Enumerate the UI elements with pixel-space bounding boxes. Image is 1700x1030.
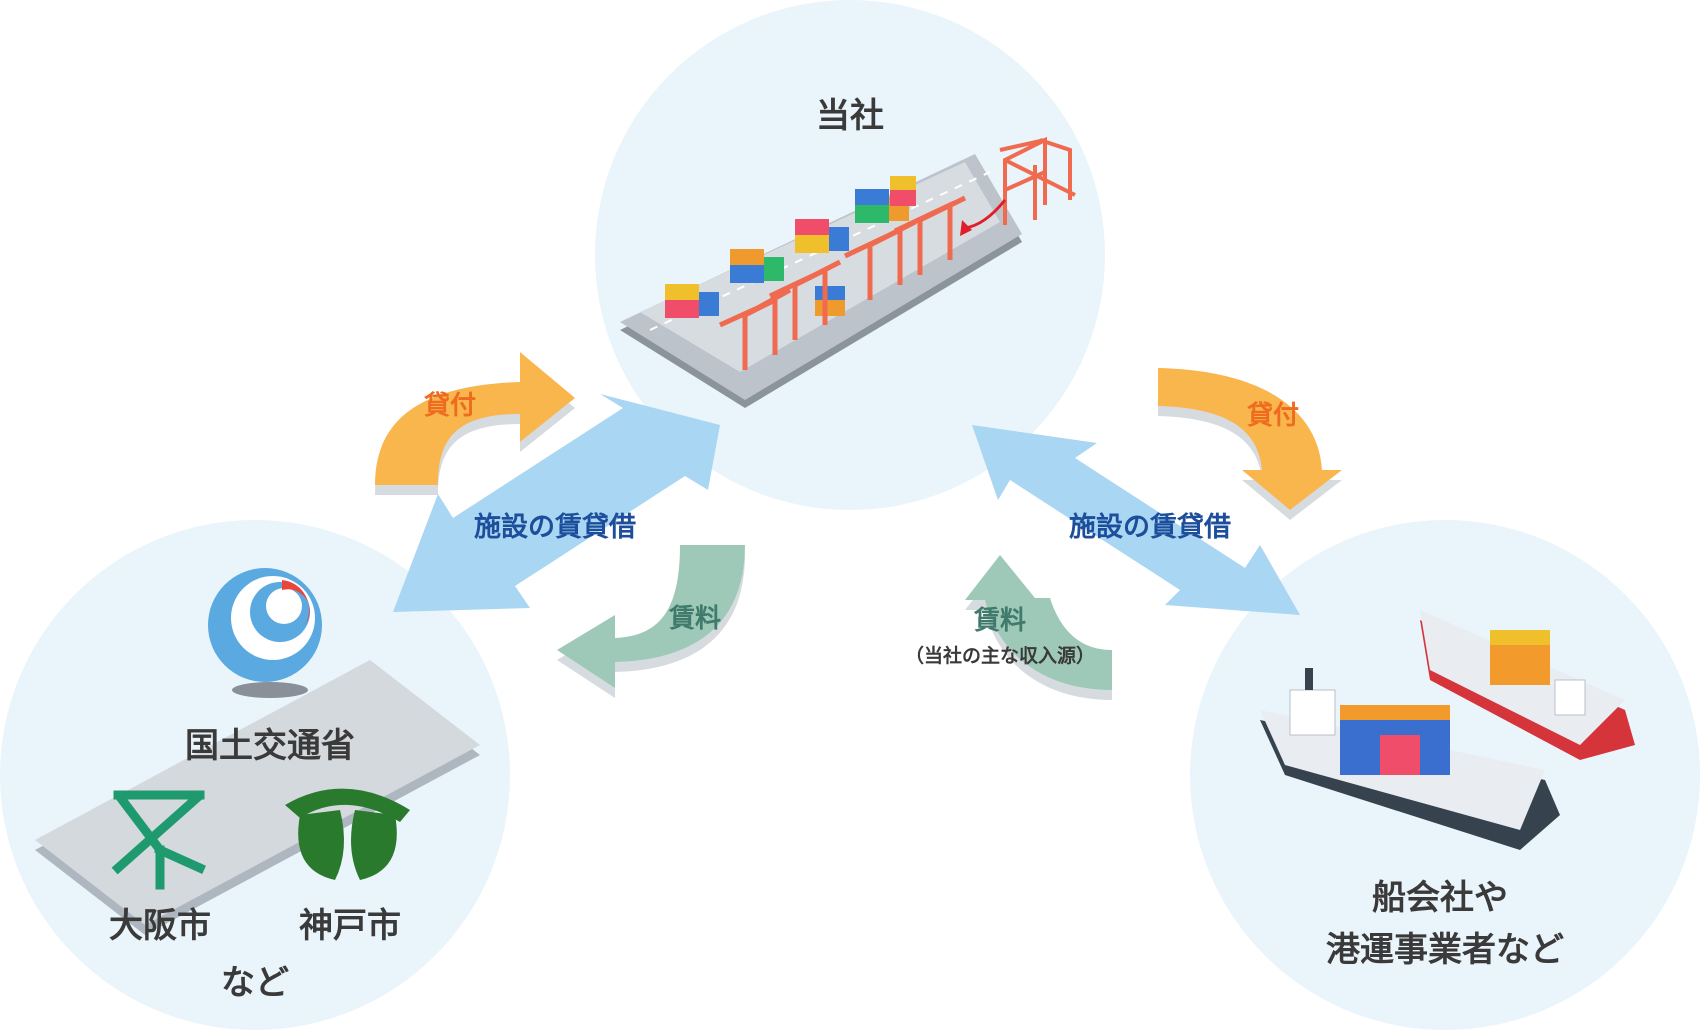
operators-label-line1: 船会社や — [1372, 878, 1508, 918]
rental-label-right: 施設の賃貸借 — [1069, 512, 1231, 543]
mlit-logo-icon — [208, 568, 322, 682]
lease-arrow-left — [375, 352, 575, 485]
osaka-emblem-icon — [111, 790, 206, 890]
rental-arrow-left — [393, 394, 720, 612]
lease-label-right: 貸付 — [1246, 401, 1299, 431]
lease-label-left: 貸付 — [423, 391, 476, 421]
logo-shadow — [232, 682, 308, 698]
kobe-emblem-icon — [285, 788, 410, 880]
container-ship-icon — [1260, 610, 1635, 850]
container-terminal-icon — [620, 154, 1022, 408]
crane-move-arrowhead — [960, 220, 972, 236]
company-label: 当社 — [816, 96, 884, 136]
fee-label-right: 賃料 — [973, 606, 1026, 636]
fee-arrow-right — [965, 555, 1112, 690]
ministry-label: 国土交通省 — [185, 726, 355, 766]
osaka-label: 大阪市 — [109, 906, 211, 946]
fee-label-left: 賃料 — [668, 604, 721, 634]
fee-note-right: （当社の主な収入源） — [904, 645, 1095, 667]
airport-runway-icon — [35, 660, 480, 935]
rental-label-left: 施設の賃貸借 — [474, 512, 636, 543]
rental-arrow-right — [972, 425, 1300, 615]
fee-arrow-left — [557, 545, 745, 688]
operators-label-line2: 港運事業者など — [1326, 930, 1564, 970]
government-suffix-label: など — [221, 963, 289, 1003]
gantry-crane-icon — [999, 136, 1076, 225]
kobe-label: 神戸市 — [299, 906, 401, 946]
lease-arrow-right — [1158, 368, 1342, 510]
